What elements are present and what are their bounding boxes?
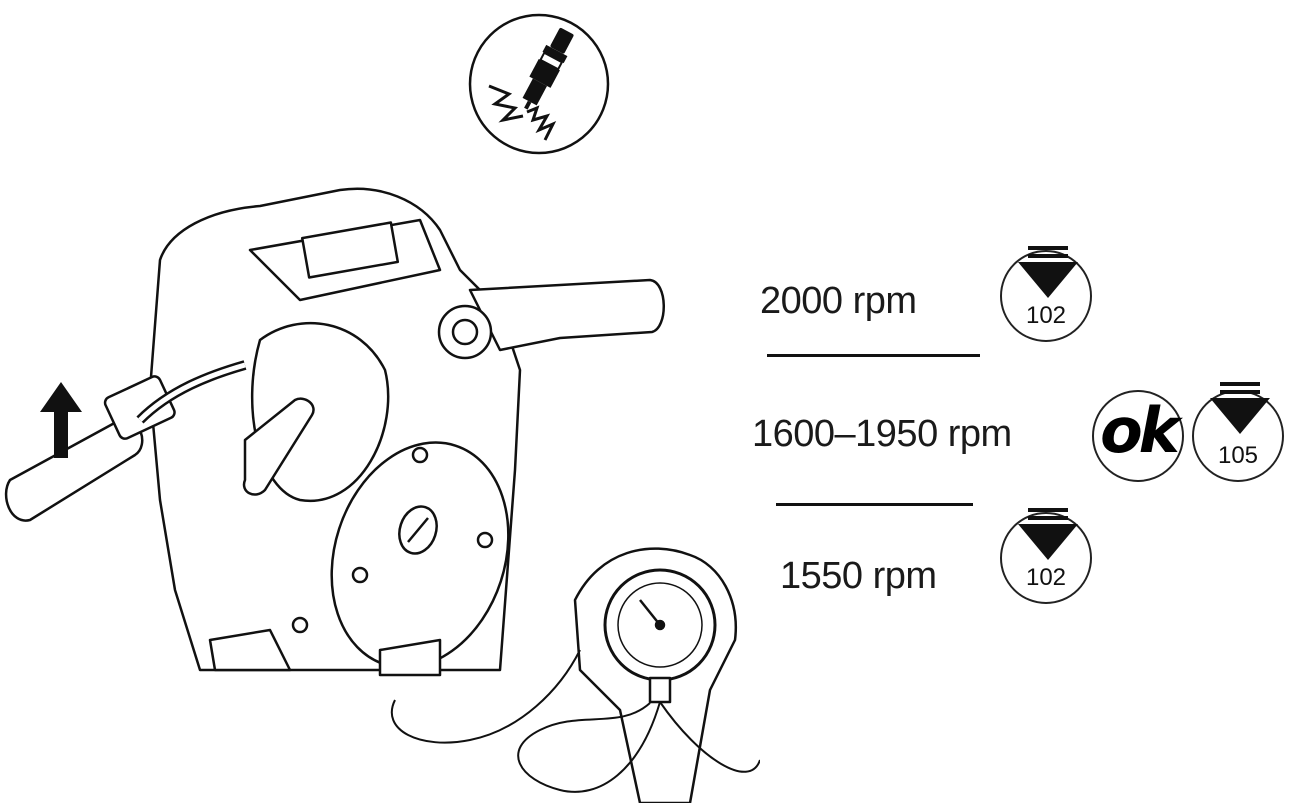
reference-number: 105 — [1194, 444, 1282, 468]
reference-badge-2: 105 — [1192, 390, 1284, 482]
spark-plug-icon — [467, 12, 611, 156]
lift-arrow — [38, 380, 84, 460]
arrow-down-icon — [1208, 380, 1272, 438]
ok-badge: ok — [1092, 390, 1184, 482]
divider-1 — [767, 354, 980, 357]
engine-head-drawing — [0, 170, 760, 803]
engine-illustration — [0, 170, 760, 803]
reference-number: 102 — [1002, 566, 1090, 590]
ok-icon: ok — [1094, 400, 1182, 462]
arrow-down-icon — [1016, 244, 1080, 302]
reference-badge-3: 102 — [1000, 512, 1092, 604]
reference-number: 102 — [1002, 304, 1090, 328]
reference-badge-1: 102 — [1000, 250, 1092, 342]
rpm-label-1600-1950: 1600–1950 rpm — [752, 415, 1012, 453]
divider-2 — [776, 503, 973, 506]
rpm-label-2000: 2000 rpm — [760, 282, 917, 320]
spark-plug-symbol — [467, 12, 611, 156]
arrow-down-icon — [1016, 506, 1080, 564]
rpm-label-1550: 1550 rpm — [780, 557, 937, 595]
arrow-up-icon — [38, 380, 84, 460]
